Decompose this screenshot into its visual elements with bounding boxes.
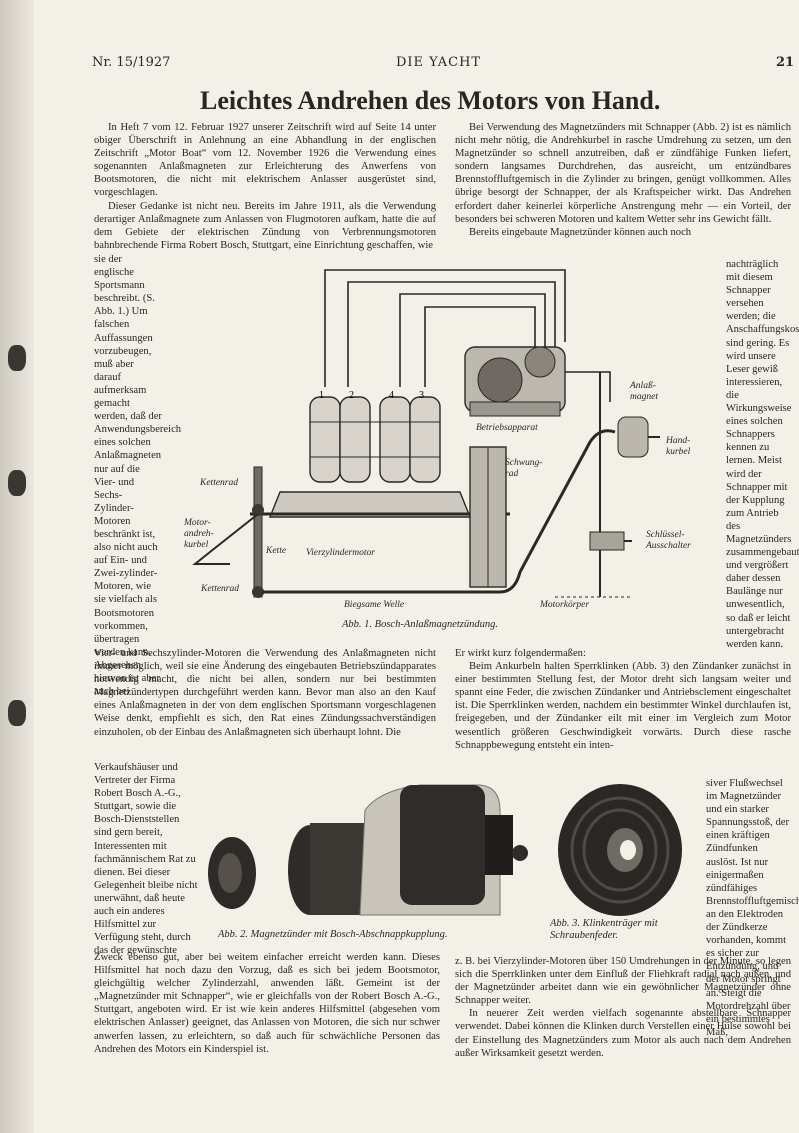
label-motorkoerper: Motorkörper	[540, 600, 590, 610]
flywheel	[469, 446, 507, 588]
paragraph: z. B. bei Vierzylinder-Motoren über 150 …	[455, 956, 791, 1007]
chain-and-sprockets	[192, 466, 264, 598]
right-bottom-text: z. B. bei Vierzylinder-Motoren über 150 …	[455, 955, 791, 1060]
paragraph: Bei Verwendung des Magnetzünders mit Sch…	[455, 122, 791, 225]
wiring	[324, 269, 611, 402]
journal-name: DIE YACHT	[396, 55, 482, 70]
figure-1-caption: Abb. 1. Bosch-Anlaßmagnetzündung.	[342, 619, 499, 630]
cylinder-number: 3	[419, 390, 424, 401]
paragraph: Bereits eingebaute Magnetzünder können a…	[469, 226, 692, 238]
paragraph: Zweck ebenso gut, aber bei weitem einfac…	[94, 952, 440, 1055]
label-kettenrad-bottom: Kettenrad	[201, 584, 239, 594]
label-vierzylindermotor: Vierzylindermotor	[306, 548, 375, 558]
article-title: Leichtes Andrehen des Motors von Hand.	[200, 86, 661, 115]
binding-edge	[0, 0, 34, 1133]
cylinder-number: 1	[319, 390, 324, 401]
left-narrow-text: sie der englische Sportsmann beschreibt.…	[94, 253, 182, 698]
paragraph: Vier- und Sechszylinder-Motoren die Verw…	[94, 648, 436, 738]
four-cylinders	[309, 396, 441, 483]
binding-hole	[8, 700, 26, 726]
left-bottom-text: Zweck ebenso gut, aber bei weitem einfac…	[94, 951, 440, 1056]
figure-3-caption: Abb. 3. Klinkenträger mit Schraubenfeder…	[550, 918, 658, 941]
flexible-shaft	[262, 429, 616, 594]
figure-1-engine-diagram: 1 2 4 3	[192, 269, 660, 598]
paragraph: nachträglich mit diesem Schnapper verseh…	[726, 259, 799, 650]
figure-2-3-photos	[208, 784, 682, 916]
page-number: 21	[776, 55, 795, 70]
paragraph: siver Flußwechsel im Magnetzünder und ei…	[706, 778, 799, 1038]
label-schwungrad: Schwung-rad	[505, 458, 543, 479]
issue-number: Nr. 15/1927	[92, 55, 171, 70]
paragraph: In neuerer Zeit werden vielfach sogenann…	[455, 1008, 791, 1059]
paragraph: Beim Ankurbeln halten Sperrklinken (Abb.…	[455, 661, 791, 751]
label-biegsame-welle: Biegsame Welle	[344, 600, 405, 610]
label-motor-andrehkurbel: Motor-andreh-kurbel	[184, 518, 214, 550]
ratchet-carrier-photo	[558, 784, 682, 916]
cylinder-number: 2	[349, 390, 354, 401]
left-narrow-text-2: Verkaufshäuser und Vertreter der Firma R…	[94, 761, 198, 957]
right-mid-text: Er wirkt kurz folgendermaßen: Beim Ankur…	[455, 647, 791, 752]
right-top-text: Bei Verwendung des Magnetzünders mit Sch…	[455, 121, 791, 239]
label-anlassmagnet: Anlaß-magnet	[630, 381, 658, 402]
paragraph: sie der englische Sportsmann beschreibt.…	[94, 254, 182, 698]
cylinder-number: 4	[389, 390, 394, 401]
magneto-apparatus	[464, 346, 566, 417]
label-kettenrad-top: Kettenrad	[200, 478, 238, 488]
starting-magneto	[555, 372, 660, 598]
figure-2-caption: Abb. 2. Magnetzünder mit Bosch-Abschnapp…	[218, 929, 448, 940]
paragraph: Er wirkt kurz folgendermaßen:	[455, 648, 586, 659]
right-narrow-text: nachträglich mit diesem Schnapper verseh…	[726, 258, 799, 651]
label-betriebsapparat: Betriebsapparat	[476, 423, 538, 433]
label-kette: Kette	[266, 546, 287, 556]
magneto-photo	[288, 784, 528, 916]
left-top-text: In Heft 7 vom 12. Februar 1927 unserer Z…	[94, 121, 436, 252]
label-handkurbel: Hand-kurbel	[666, 436, 691, 457]
paragraph: Dieser Gedanke ist nicht neu. Bereits im…	[94, 200, 436, 251]
binding-hole	[8, 470, 26, 496]
coupling-disc-photo	[208, 837, 256, 909]
left-mid-text: Vier- und Sechszylinder-Motoren die Verw…	[94, 647, 436, 739]
paragraph: In Heft 7 vom 12. Februar 1927 unserer Z…	[94, 122, 436, 199]
paragraph: Verkaufshäuser und Vertreter der Firma R…	[94, 762, 198, 957]
binding-hole	[8, 345, 26, 371]
right-narrow-text-2: siver Flußwechsel im Magnetzünder und ei…	[706, 777, 799, 1039]
label-schluesselausschalter: Schlüssel-Ausschalter	[646, 530, 691, 551]
